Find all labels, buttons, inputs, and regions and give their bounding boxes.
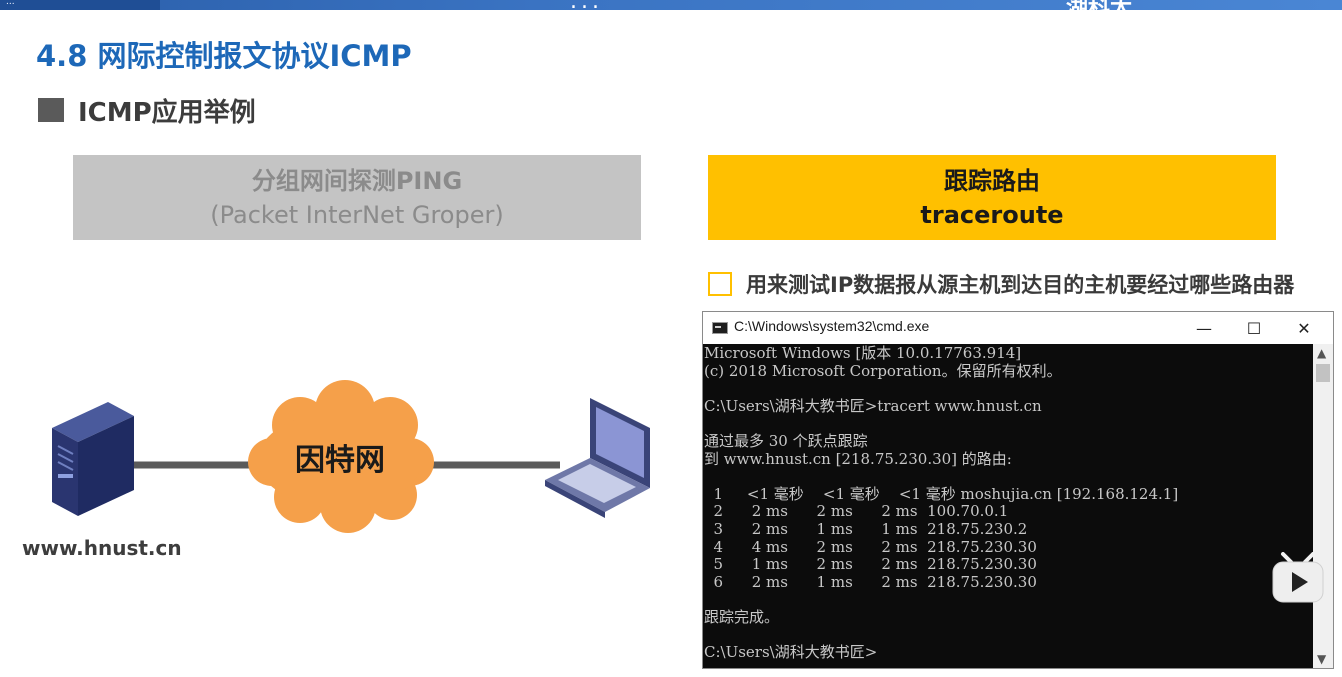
banner-left-text: ...: [6, 0, 15, 7]
video-play-button[interactable]: [1271, 552, 1325, 604]
scroll-up-arrow-icon[interactable]: ▲: [1317, 346, 1326, 360]
banner-center-text: ...: [570, 0, 603, 10]
section-heading-text: ICMP应用举例: [78, 92, 256, 129]
traceroute-title: 跟踪路由: [944, 164, 1040, 198]
scroll-thumb[interactable]: [1316, 364, 1330, 382]
internet-cloud-label: 因特网: [295, 443, 385, 478]
minimize-button[interactable]: —: [1179, 312, 1229, 344]
console-line: 2 2 ms 2 ms 2 ms 100.70.0.1: [704, 503, 1313, 521]
traceroute-box: 跟踪路由 traceroute: [708, 155, 1276, 240]
console-line: 跟踪完成。: [704, 609, 1313, 627]
server-icon: [52, 402, 134, 516]
ping-fullname: (Packet InterNet Groper): [210, 198, 503, 232]
traceroute-description-text: 用来测试IP数据报从源主机到达目的主机要经过哪些路由器: [746, 269, 1294, 299]
console-line: 4 4 ms 2 ms 2 ms 218.75.230.30: [704, 539, 1313, 557]
cmd-scrollbar[interactable]: ▲ ▼: [1313, 344, 1333, 668]
console-line: 1 <1 毫秒 <1 毫秒 <1 毫秒 moshujia.cn [192.168…: [704, 486, 1313, 504]
laptop-icon: [545, 398, 650, 518]
cmd-app-icon: [712, 322, 728, 334]
console-line: 到 www.hnust.cn [218.75.230.30] 的路由:: [704, 451, 1313, 469]
traceroute-command: traceroute: [920, 198, 1063, 232]
server-hostname-label: www.hnust.cn: [22, 536, 182, 560]
maximize-button[interactable]: ☐: [1229, 312, 1279, 344]
console-line: [704, 591, 1313, 609]
cmd-titlebar[interactable]: C:\Windows\system32\cmd.exe — ☐ ✕: [703, 312, 1333, 344]
console-line: C:\Users\湖科大教书匠>tracert www.hnust.cn: [704, 398, 1313, 416]
console-line: [704, 380, 1313, 398]
console-line: Microsoft Windows [版本 10.0.17763.914]: [704, 345, 1313, 363]
ping-box: 分组网间探测PING (Packet InterNet Groper): [73, 155, 641, 240]
console-line: (c) 2018 Microsoft Corporation。保留所有权利。: [704, 363, 1313, 381]
traceroute-description: 用来测试IP数据报从源主机到达目的主机要经过哪些路由器: [708, 269, 1294, 299]
ping-title: 分组网间探测PING: [252, 164, 462, 198]
banner-right-text: 湖科大...: [1066, 0, 1157, 10]
console-line: [704, 627, 1313, 645]
console-line: C:\Users\湖科大教书匠>: [704, 644, 1313, 662]
close-button[interactable]: ✕: [1279, 312, 1329, 344]
console-line: 通过最多 30 个跃点跟踪: [704, 433, 1313, 451]
square-bullet-icon: [38, 98, 64, 122]
scroll-down-arrow-icon[interactable]: ▼: [1317, 652, 1326, 666]
console-line: [704, 468, 1313, 486]
hollow-square-bullet-icon: [708, 272, 732, 296]
cmd-window-title: C:\Windows\system32\cmd.exe: [734, 318, 929, 334]
page-title: 4.8 网际控制报文协议ICMP: [36, 33, 412, 75]
banner-left: ...: [0, 0, 160, 10]
console-line: [704, 415, 1313, 433]
console-line: 6 2 ms 1 ms 2 ms 218.75.230.30: [704, 574, 1313, 592]
console-line: 3 2 ms 1 ms 1 ms 218.75.230.2: [704, 521, 1313, 539]
console-line: 5 1 ms 2 ms 2 ms 218.75.230.30: [704, 556, 1313, 574]
top-banner: ... ... 湖科大...: [0, 0, 1342, 10]
cmd-console-output[interactable]: Microsoft Windows [版本 10.0.17763.914](c)…: [703, 344, 1313, 668]
cmd-window[interactable]: C:\Windows\system32\cmd.exe — ☐ ✕ Micros…: [702, 311, 1334, 669]
section-heading: ICMP应用举例: [38, 94, 256, 126]
